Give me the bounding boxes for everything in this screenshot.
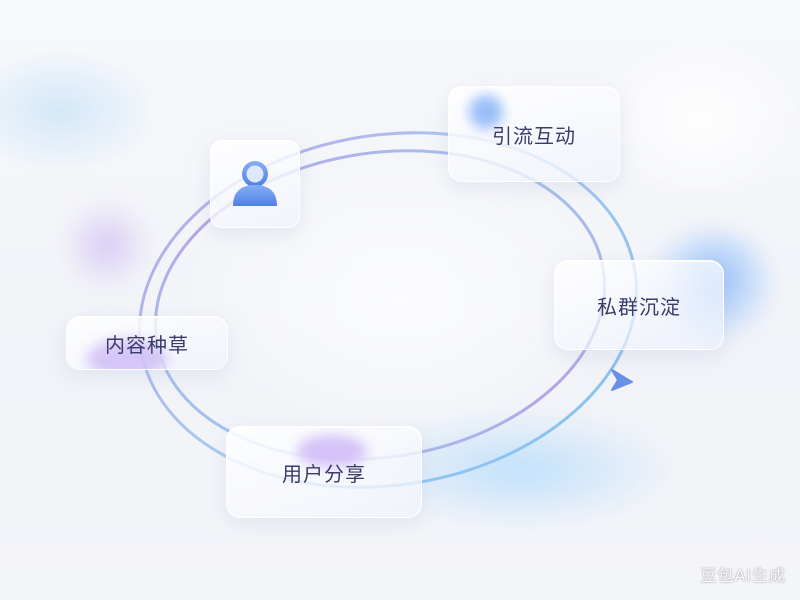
private-group-label: 私群沉淀 (597, 294, 681, 319)
node-traffic-interaction: 引流互动 (448, 86, 620, 182)
arrow-head-icon (611, 369, 633, 391)
glow-left (62, 200, 152, 290)
node-content-seeding: 内容种草 (66, 316, 228, 370)
content-seeding-label: 内容种草 (105, 332, 189, 357)
user-sharing-label: 用户分享 (282, 461, 366, 486)
node-private-group: 私群沉淀 (554, 260, 724, 350)
avatar-card (210, 140, 300, 228)
glow-content-seeding (87, 339, 167, 369)
glow-user-sharing (297, 435, 367, 467)
traffic-interaction-label: 引流互动 (492, 123, 576, 148)
glow-traffic-interaction (469, 95, 503, 129)
node-user-sharing: 用户分享 (226, 426, 422, 518)
watermark: 豆包AI生成 (700, 566, 786, 585)
user-avatar-icon (233, 161, 277, 206)
